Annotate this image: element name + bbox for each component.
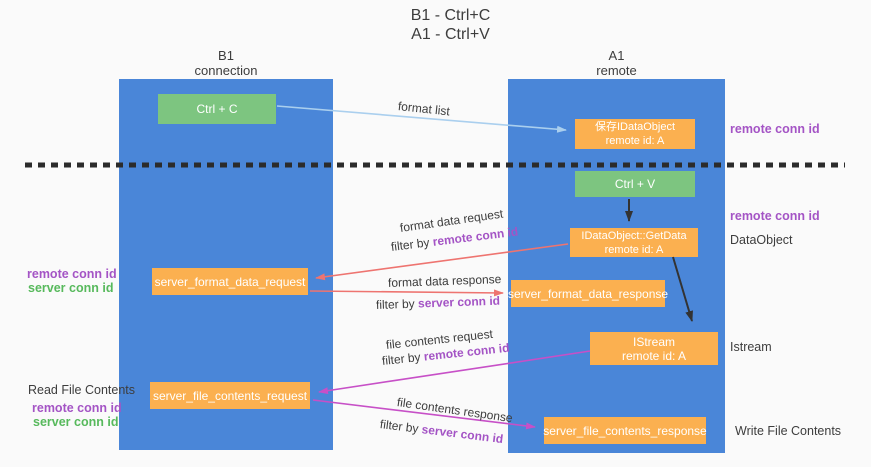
- saved-dataobject-line1: 保存IDataObject: [594, 121, 676, 133]
- remote-conn-id-annotation-top: remote conn id: [730, 122, 820, 136]
- title-line-1: B1 - Ctrl+C: [410, 7, 491, 24]
- server-conn-id-annotation-left2: server conn id: [33, 415, 119, 429]
- istream-box: IStream remote id: A: [590, 332, 718, 365]
- read-file-contents-annotation: Read File Contents: [28, 383, 136, 397]
- remote-conn-id-annotation-left2: remote conn id: [32, 401, 122, 415]
- server-file-contents-request-label: server_file_contents_request: [152, 388, 308, 403]
- lane-a1-name: A1: [608, 48, 625, 63]
- server-format-data-response-box: server_format_data_response: [507, 280, 669, 307]
- saved-dataobject-line2: remote id: A: [605, 135, 665, 147]
- filter-by-text: filter by: [381, 349, 422, 368]
- getdata-line1: IDataObject::GetData: [581, 229, 687, 242]
- title-line-2: A1 - Ctrl+V: [411, 26, 490, 43]
- remote-conn-id-annotation-left1: remote conn id: [27, 267, 117, 281]
- ctrl-c-box: Ctrl + C: [158, 94, 276, 124]
- filter-by-text: filter by: [375, 296, 415, 312]
- lane-header-a1: A1 remote: [508, 48, 725, 78]
- lane-b1-name: B1: [218, 48, 234, 63]
- ctrl-v-box: Ctrl + V: [575, 171, 695, 197]
- write-file-contents-annotation: Write File Contents: [735, 424, 842, 438]
- getdata-box: IDataObject::GetData remote id: A: [570, 228, 698, 257]
- server-conn-id-annotation-left1: server conn id: [28, 281, 114, 295]
- filter-by-text: filter by: [379, 417, 420, 436]
- format-list-label: format list: [397, 99, 451, 119]
- format-data-response-label: format data response: [387, 272, 502, 290]
- lane-a1-subtitle: remote: [596, 63, 637, 78]
- server-format-data-request-label: server_format_data_request: [154, 274, 306, 289]
- diagram-title: B1 - Ctrl+C A1 - Ctrl+V: [30, 6, 871, 44]
- ctrl-c-label: Ctrl + C: [196, 102, 238, 116]
- format-data-response-arrow: [309, 289, 504, 297]
- server-file-contents-request-box: server_file_contents_request: [150, 382, 310, 409]
- dataobject-annotation: DataObject: [730, 233, 793, 247]
- remote-conn-id-annotation-mid: remote conn id: [730, 209, 820, 223]
- filter-by-text: filter by: [390, 235, 431, 254]
- istream-annotation: Istream: [730, 340, 772, 354]
- server-conn-id-text: server conn id: [417, 293, 501, 311]
- saved-dataobject-box: 保存IDataObject remote id: A: [575, 119, 695, 149]
- server-file-contents-response-box: server_file_contents_response: [543, 417, 707, 444]
- format-data-response-filter-label: filter by server conn id: [376, 294, 500, 312]
- istream-line1: IStream: [632, 334, 675, 349]
- lane-header-b1: B1 connection: [119, 48, 333, 78]
- server-format-data-request-box: server_format_data_request: [152, 268, 308, 295]
- server-conn-id-text: server conn id: [420, 422, 504, 447]
- lane-b1-subtitle: connection: [194, 63, 258, 78]
- getdata-line2: remote id: A: [604, 243, 664, 256]
- istream-line2: remote id: A: [621, 348, 687, 363]
- ctrl-v-label: Ctrl + V: [614, 177, 656, 191]
- server-file-contents-response-label: server_file_contents_response: [543, 423, 707, 438]
- server-format-data-response-label: server_format_data_response: [507, 286, 669, 301]
